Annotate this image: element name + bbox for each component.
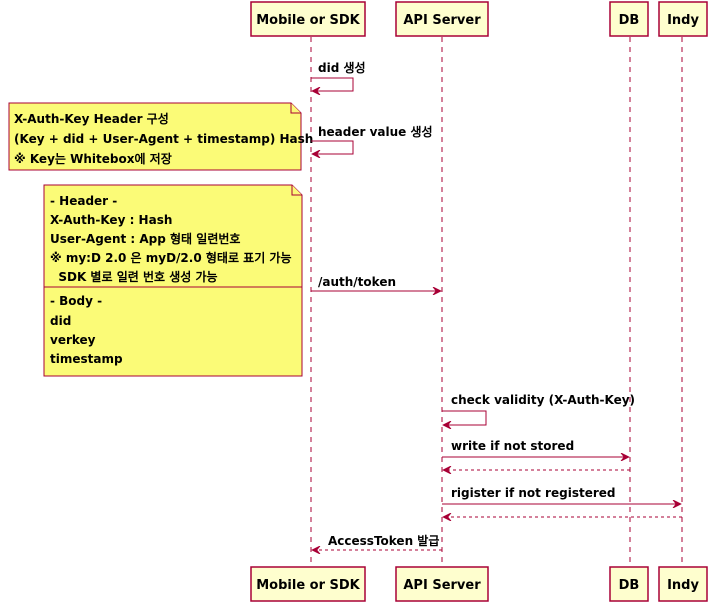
participant-indy-bottom: Indy [658, 566, 708, 602]
note-request: - Header - X-Auth-Key : Hash User-Agent … [43, 184, 303, 377]
note-line: - Body - [50, 294, 102, 308]
message-label: did 생성 [318, 60, 366, 75]
note-line: (Key + did + User-Agent + timestamp) Has… [14, 132, 313, 146]
participant-indy-top: Indy [658, 1, 708, 37]
note-line: X-Auth-Key : Hash [50, 213, 172, 227]
message-label: check validity (X-Auth-Key) [451, 393, 635, 407]
note-line: verkey [50, 333, 96, 347]
participant-api-bottom: API Server [395, 566, 489, 602]
message-label: rigister if not registered [451, 486, 615, 500]
participant-db-top: DB [609, 1, 649, 37]
message-header-value: header value 생성 [311, 124, 433, 154]
message-label: /auth/token [318, 275, 396, 289]
note-line: X-Auth-Key Header 구성 [14, 112, 169, 126]
participant-label: Indy [667, 13, 699, 28]
message-label: header value 생성 [318, 124, 433, 139]
message-auth-token: /auth/token [311, 275, 441, 291]
message-check-validity: check validity (X-Auth-Key) [442, 393, 635, 425]
participant-mobile-top: Mobile or SDK [250, 1, 366, 37]
note-line: - Header - [50, 194, 117, 208]
message-label: AccessToken 발급 [328, 533, 439, 548]
participant-api-top: API Server [395, 1, 489, 37]
note-line: timestamp [50, 352, 123, 366]
note-line: SDK 별로 일련 번호 생성 가능 [50, 269, 218, 284]
participant-label: Mobile or SDK [256, 13, 360, 28]
participant-label: Mobile or SDK [256, 578, 360, 593]
participant-label: API Server [403, 13, 481, 28]
message-register-indy: rigister if not registered [442, 486, 681, 504]
participant-label: Indy [667, 578, 699, 593]
participant-label: DB [619, 13, 640, 28]
note-line: User-Agent : App 형태 일련번호 [50, 231, 240, 246]
note-auth-key: X-Auth-Key Header 구성 (Key + did + User-A… [8, 102, 313, 171]
participant-label: DB [619, 578, 640, 593]
message-did-create: did 생성 [311, 60, 366, 91]
note-line: did [50, 314, 71, 328]
note-line: ※ Key는 Whitebox에 저장 [14, 151, 172, 166]
message-write-db: write if not stored [442, 439, 629, 457]
message-access-token: AccessToken 발급 [312, 533, 442, 550]
note-line: ※ my:D 2.0 은 myD/2.0 형태로 표기 가능 [50, 250, 292, 265]
participant-label: API Server [403, 578, 481, 593]
participant-db-bottom: DB [609, 566, 649, 602]
message-label: write if not stored [451, 439, 574, 453]
participant-mobile-bottom: Mobile or SDK [250, 566, 366, 602]
